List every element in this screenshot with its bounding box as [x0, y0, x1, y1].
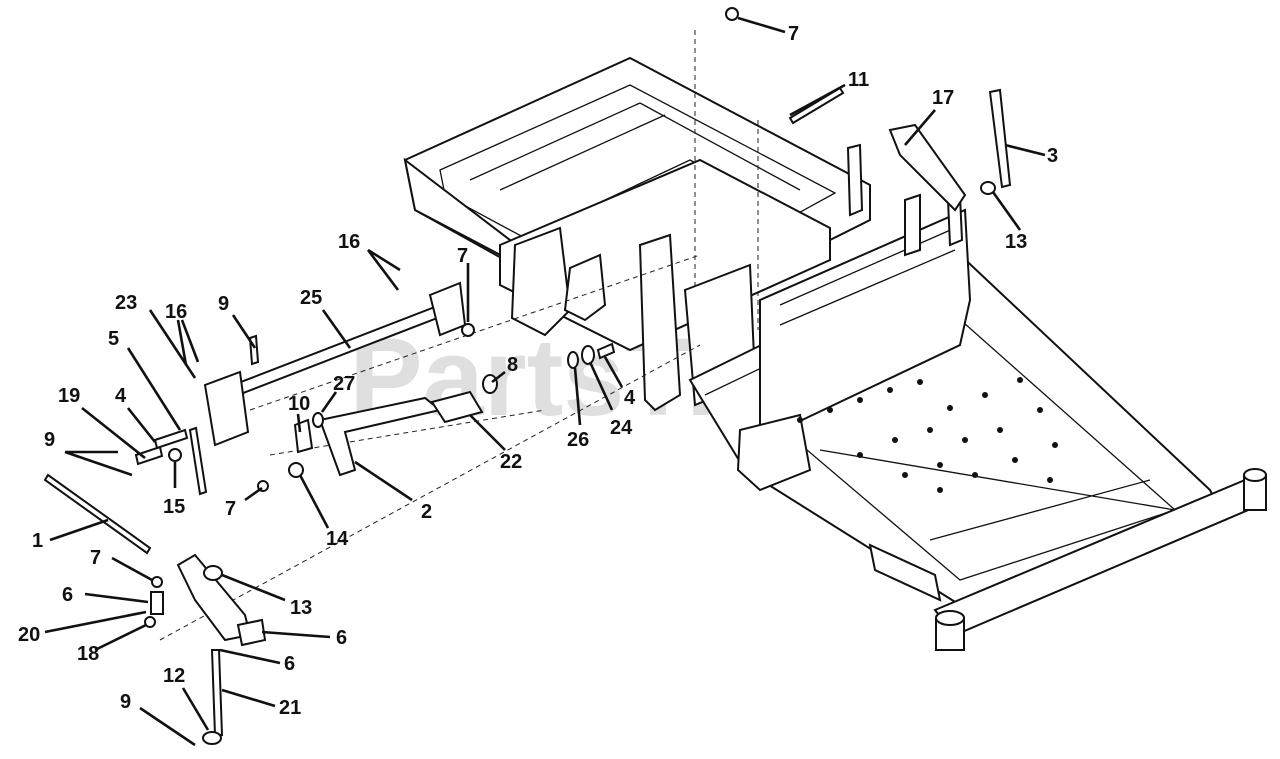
callout-10: 10 [288, 393, 310, 415]
axle-cap-left-top [935, 610, 965, 626]
right-rail [759, 208, 972, 442]
washer-24 [581, 345, 595, 365]
front-bracket-left [510, 226, 572, 337]
callout-21: 21 [279, 697, 301, 719]
spring-20 [150, 591, 164, 615]
mid-column [638, 233, 682, 412]
nut-7-bottom [151, 576, 163, 588]
bushing-8 [482, 374, 498, 394]
callout-3: 3 [1047, 145, 1058, 167]
callout-12: 12 [163, 665, 185, 687]
tab-18 [236, 618, 267, 647]
pedal-arm [318, 396, 443, 477]
callout-19: 19 [58, 385, 80, 407]
leader-lines [44, 16, 1046, 747]
right-rail-line [779, 227, 956, 326]
callout-4-left: 4 [115, 385, 127, 407]
callout-5: 5 [108, 328, 119, 350]
washer-27 [312, 412, 324, 428]
centerline-low [159, 344, 701, 641]
washer-26 [567, 351, 579, 369]
callout-16-upper: 16 [338, 231, 360, 253]
pedal-pad [430, 390, 484, 424]
callout-16-left: 16 [165, 301, 187, 323]
lever-17 [888, 123, 967, 212]
callout-27: 27 [333, 373, 355, 395]
axle-cap-right-top [1243, 468, 1267, 482]
callout-26: 26 [567, 429, 589, 451]
callout-8: 8 [507, 354, 518, 376]
bolt-19 [134, 445, 164, 466]
callout-labels: 7 11 17 3 13 16 7 25 23 16 9 5 27 8 19 4… [18, 23, 1058, 719]
callout-15: 15 [163, 496, 185, 518]
callout-20: 20 [18, 624, 40, 646]
callout-13-right: 13 [1005, 231, 1027, 253]
platform-holes [797, 377, 1058, 493]
rod-3 [988, 88, 1012, 189]
callout-9-upper: 9 [218, 293, 229, 315]
washer-14 [288, 462, 304, 478]
callout-14: 14 [326, 528, 349, 550]
frame-assembly [403, 56, 1267, 651]
rod-21 [210, 649, 224, 736]
front-skid [868, 543, 942, 602]
callout-7-low: 7 [225, 498, 236, 520]
callout-22: 22 [500, 451, 522, 473]
callout-18: 6 [336, 627, 347, 649]
callout-7-mid: 7 [457, 245, 468, 267]
nut-15 [168, 448, 182, 462]
callout-7-top: 7 [788, 23, 799, 45]
centerline-upper [249, 254, 701, 411]
rear-frame-rails [469, 102, 831, 241]
bolt-11 [788, 86, 845, 125]
washer-6-low [144, 616, 156, 628]
rod-1 [43, 473, 152, 555]
clevis-12 [202, 731, 222, 745]
bushing-13-low [203, 565, 223, 581]
callout-24: 24 [610, 417, 633, 439]
callout-6-c: 6 [284, 653, 295, 675]
callout-17: 17 [932, 87, 954, 109]
bolt-4-right [596, 342, 616, 360]
bushing-13-right [980, 181, 996, 195]
bracket-10 [293, 418, 314, 454]
callout-9-bottom: 9 [120, 691, 131, 713]
linkage-assembly [43, 7, 1012, 745]
nut-7-mid [461, 323, 475, 337]
centerline-mid [269, 409, 546, 456]
long-pin [188, 426, 208, 496]
callout-9-left: 9 [44, 429, 55, 451]
side-plate [203, 370, 250, 447]
callout-25: 25 [300, 287, 322, 309]
front-bracket-mid [563, 253, 607, 322]
callout-2: 2 [421, 501, 432, 523]
callout-13-low: 13 [290, 597, 312, 619]
callout-11: 11 [848, 69, 869, 91]
callout-23: 23 [115, 292, 137, 314]
callout-7-bottom: 7 [90, 547, 101, 569]
callout-4-right: 4 [624, 387, 636, 409]
nut-7-top [725, 7, 739, 21]
bolt-4-left [153, 428, 189, 450]
front-plate [736, 413, 812, 492]
callout-6-b: 18 [77, 643, 99, 665]
callout-6-a: 6 [62, 584, 73, 606]
callout-1: 1 [32, 530, 43, 552]
